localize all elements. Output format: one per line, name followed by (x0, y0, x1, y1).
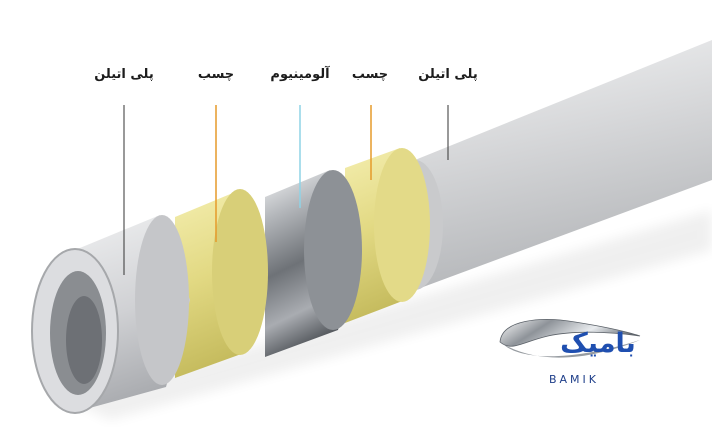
pipe-shadow (70, 210, 712, 420)
brand-name-en: BAMIK (549, 373, 599, 386)
bamik-logo: بامیک BAMIK (499, 319, 641, 386)
label-aluminium: آلومینیوم (270, 65, 330, 82)
outer-polyethylene-layer (415, 40, 712, 290)
label-outer-adhesive: چسب (352, 67, 388, 82)
label-inner-polyethylene: پلی اتیلن (94, 67, 154, 82)
label-outer-polyethylene: پلی اتیلن (418, 67, 478, 82)
chrome-swoosh-icon (499, 319, 641, 347)
brand-name-fa: بامیک (560, 328, 636, 359)
label-inner-adhesive: چسب (198, 67, 234, 82)
